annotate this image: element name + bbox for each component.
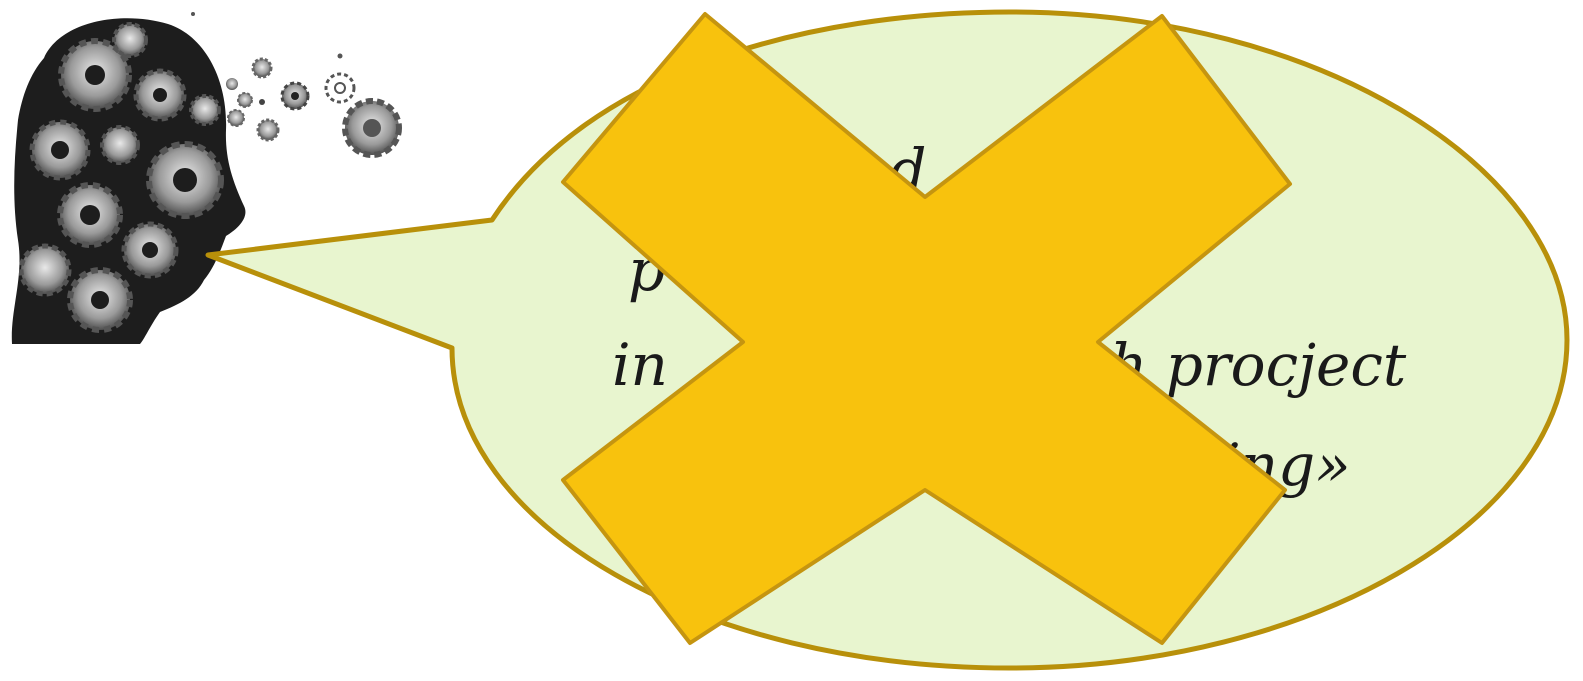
bubble-line-4: h procject [1110, 331, 1407, 399]
head-with-gears-icon [11, 18, 246, 344]
bubble-line-3: in [612, 331, 668, 399]
cross-x-icon [561, 12, 1292, 645]
floating-gears-icon [191, 12, 402, 158]
